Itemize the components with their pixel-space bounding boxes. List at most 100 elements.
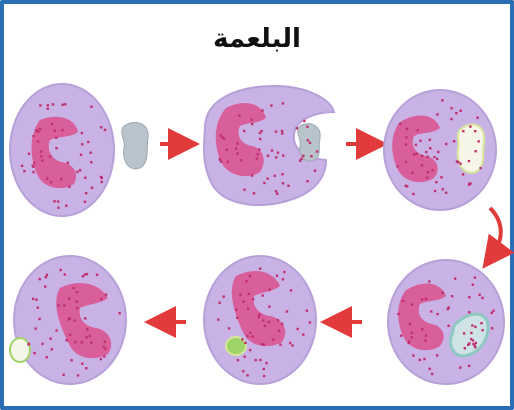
granule [481,297,483,299]
granule [32,166,34,168]
granule [433,156,435,158]
granule [415,144,417,146]
granule [235,309,237,311]
granule [47,108,49,110]
granule [50,181,52,183]
granule [55,329,57,331]
granule [263,182,265,184]
granule [459,366,461,368]
granule [105,293,107,295]
granule [474,326,476,328]
granule [302,333,304,335]
granule [262,319,264,321]
granule [81,363,83,365]
granule [277,319,279,321]
granule [84,177,86,179]
granule [411,172,413,174]
granule [90,342,92,344]
granule [448,306,450,308]
granule [64,103,66,105]
granule [46,356,48,358]
granule [430,310,432,312]
granule [300,158,302,160]
granule [451,295,453,297]
granule [220,134,222,136]
granule [37,307,39,309]
granule [57,304,59,306]
granule [281,173,283,175]
granule [32,171,34,173]
granule [468,311,470,313]
granule [267,155,269,157]
granule [74,320,76,322]
granule [413,153,415,155]
granule [219,302,221,304]
granule [100,358,102,360]
granule [279,343,281,345]
granule [469,125,471,127]
granule [65,205,67,207]
granule [412,354,414,356]
granule [104,341,106,343]
granule [421,155,423,157]
granule [476,117,478,119]
granule [70,359,72,361]
granule [462,173,464,175]
granule [259,268,261,270]
granule [425,151,427,153]
granule [90,106,92,108]
granule [246,335,248,337]
granule [275,130,277,132]
granule [419,140,421,142]
stage-lysosome-fusion [388,260,504,384]
granule [481,329,483,331]
granule [239,294,241,296]
granule [60,178,62,180]
granule [263,368,265,370]
granule [471,324,473,326]
granule [474,150,476,152]
granule [411,332,413,334]
granule [104,348,106,350]
granule [491,312,493,314]
granule [33,162,35,164]
granule [49,155,51,157]
granule [238,114,240,116]
stage-approach [10,84,148,216]
arrow-3 [490,208,501,256]
granule [442,292,444,294]
granule [57,207,59,209]
granule [402,300,404,302]
granule [243,130,245,132]
granule [217,318,219,320]
granule [456,160,458,162]
granule [268,289,270,291]
granule [406,128,408,130]
granule [282,154,284,156]
granule [252,335,254,337]
granule [275,190,277,192]
granule [425,335,427,337]
granule [242,301,244,303]
granule [408,342,410,344]
granule [53,130,55,132]
granule [463,332,465,334]
granule [77,374,79,376]
granule [405,161,407,163]
granule [436,354,438,356]
granule [492,310,494,312]
granule [396,165,398,167]
granule [44,285,46,287]
granule [87,141,89,143]
granule [282,182,284,184]
granule [477,140,479,142]
granule [281,323,283,325]
granule [39,128,41,130]
granule [76,300,78,302]
granule [310,155,312,157]
granule [419,359,421,361]
granule [316,150,318,152]
granule [68,186,70,188]
granule [306,180,308,182]
